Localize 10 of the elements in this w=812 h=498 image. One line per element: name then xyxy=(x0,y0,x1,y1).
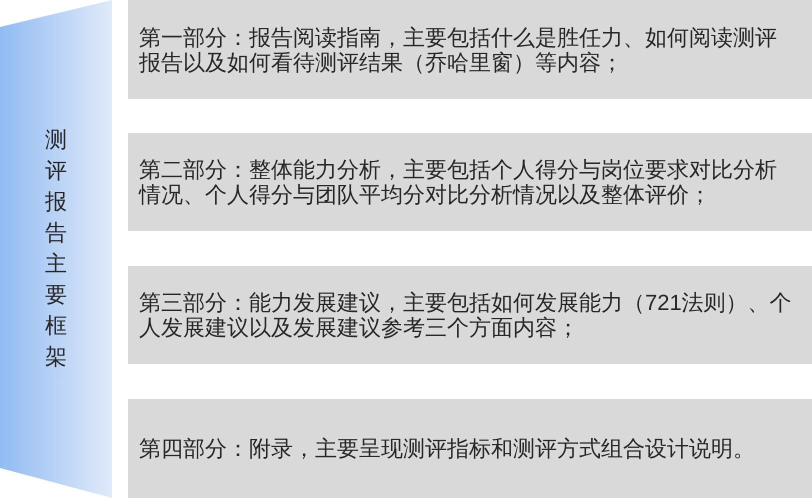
section-box xyxy=(128,266,812,364)
section-box xyxy=(128,399,812,498)
section-text: 第二部分：整体能力分析，主要包括个人得分与岗位要求对比分析情况、个人得分与团队平均分对比分析情况以及整体评价； xyxy=(139,157,778,207)
section-text: 第四部分：附录，主要呈现测评指标和测评方式组合设计说明。 xyxy=(139,436,756,461)
section-text: 第三部分：能力发展建议，主要包括如何发展能力（721法则）、个人发展建议以及发展建议参考三个方面内容； xyxy=(139,290,793,340)
section-text: 第一部分：报告阅读指南，主要包括什么是胜任力、如何阅读测评报告以及如何看待测评结果（乔哈里窗）等内容； xyxy=(139,24,778,74)
band-title: 测评报告主要框架 xyxy=(45,127,67,372)
side-band xyxy=(0,0,112,498)
section-box xyxy=(128,0,812,99)
section-box xyxy=(128,133,812,231)
